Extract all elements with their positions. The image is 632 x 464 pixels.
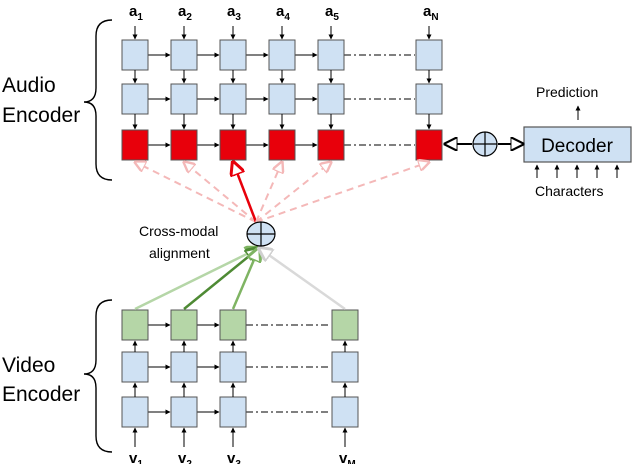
decoder-input-arrows — [534, 164, 620, 178]
audio-input-label: aN — [423, 3, 439, 23]
decoder-block: Prediction Decoder Characters — [523, 84, 632, 199]
audio-cell — [170, 39, 198, 71]
audio-input-label: a5 — [325, 3, 339, 23]
svg-text:Video: Video — [2, 354, 55, 377]
audio-cell — [268, 83, 296, 115]
audio-cell — [219, 83, 247, 115]
video-encoder-brace — [83, 299, 113, 453]
audio-output-cell — [317, 129, 345, 161]
attention-arrow-faint — [255, 162, 429, 223]
audio-encoder-brace — [83, 19, 113, 181]
prediction-label: Prediction — [536, 84, 598, 100]
audio-output-cell — [170, 129, 198, 161]
audio-cell — [170, 83, 198, 115]
svg-text:Audio: Audio — [2, 74, 56, 97]
audio-encoder-label: Audio Encoder — [2, 74, 80, 127]
video-cell — [170, 351, 198, 383]
svg-text:Encoder: Encoder — [2, 104, 80, 127]
video-cell — [121, 351, 149, 383]
alignment-label-line2: alignment — [149, 245, 210, 261]
video-output-cell — [331, 309, 359, 341]
video-output-cell — [219, 309, 247, 341]
video-encoder-grid: v1 v2 v3 vM — [121, 309, 359, 464]
video-input-label: v2 — [178, 450, 192, 464]
audio-input-label: a3 — [227, 3, 241, 23]
video-alignment-arrow — [183, 248, 259, 310]
video-input-label: v1 — [129, 450, 143, 464]
audio-input-label: a2 — [178, 3, 192, 23]
video-cell — [331, 351, 359, 383]
video-cell — [219, 351, 247, 383]
audio-cell — [121, 39, 149, 71]
video-alignment-arrow — [231, 248, 259, 310]
audio-encoder-grid: a1 a2 a3 a4 a5 aN — [121, 3, 443, 161]
decoder-box — [523, 126, 632, 163]
audio-cell — [219, 39, 247, 71]
decoder-connection — [445, 131, 523, 157]
cross-modal-alignment: Cross-modal alignment — [139, 221, 276, 261]
attention-arrow-faint — [255, 162, 282, 223]
audio-cell — [415, 83, 443, 115]
video-cell — [219, 396, 247, 428]
audio-cell — [121, 83, 149, 115]
audio-output-cell — [219, 129, 247, 161]
audio-input-label: a1 — [129, 3, 143, 23]
video-output-cell — [170, 309, 198, 341]
audio-cell — [317, 39, 345, 71]
video-alignment-arrow — [134, 248, 259, 311]
video-cell — [121, 396, 149, 428]
video-input-label: v3 — [227, 450, 241, 464]
audio-cell — [317, 83, 345, 115]
alignment-label-line1: Cross-modal — [139, 223, 218, 239]
audio-cell — [268, 39, 296, 71]
attention-arrow-strong — [233, 162, 258, 223]
decoder-label: Decoder — [541, 136, 613, 157]
attention-arrow-faint — [184, 162, 257, 223]
audio-input-label: a4 — [276, 3, 290, 23]
video-cell — [170, 396, 198, 428]
attention-arrow-faint — [255, 162, 331, 223]
audio-output-cell — [415, 129, 443, 161]
attention-arrow-faint — [135, 162, 257, 223]
video-encoder-label: Video Encoder — [2, 354, 80, 406]
video-cell — [331, 396, 359, 428]
video-alignment-arrow — [259, 248, 346, 311]
attention-arrows — [134, 162, 429, 311]
audio-output-cell — [121, 129, 149, 161]
characters-label: Characters — [535, 183, 603, 199]
audio-output-cell — [268, 129, 296, 161]
video-input-label: vM — [339, 450, 356, 464]
video-output-cell — [121, 309, 149, 341]
svg-text:Encoder: Encoder — [2, 383, 80, 406]
audio-cell — [415, 39, 443, 71]
